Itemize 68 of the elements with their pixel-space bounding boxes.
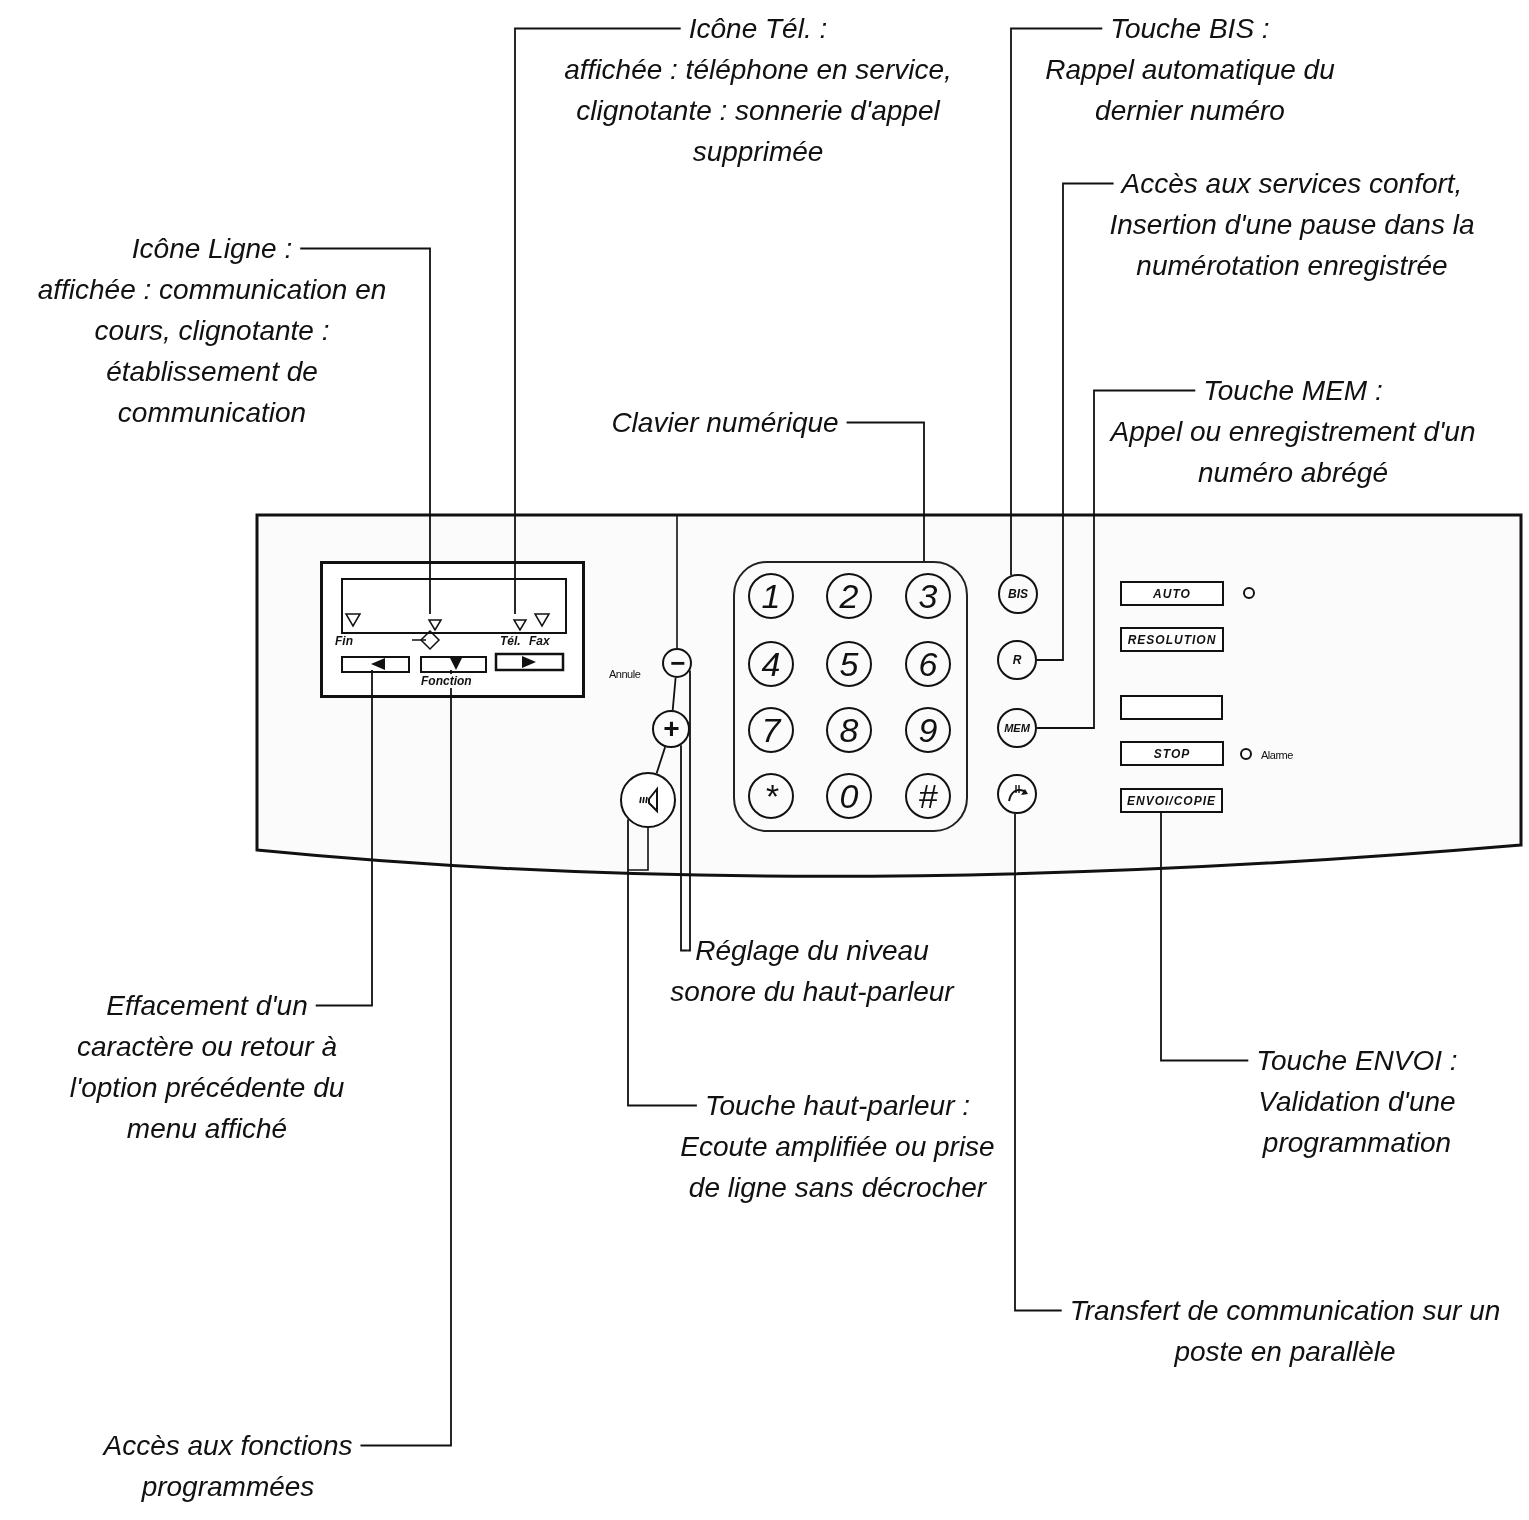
leader-line	[299, 247, 431, 615]
round-button: MEM	[997, 708, 1037, 748]
key-button: 5	[826, 641, 872, 687]
leader-line	[314, 669, 373, 1007]
function-button: RESOLUTION	[1120, 627, 1224, 652]
leader-line	[680, 744, 689, 952]
leader-line	[845, 421, 925, 562]
leader-line	[1014, 813, 1063, 1312]
callout-heading: Touche MEM :	[1202, 374, 1384, 408]
display-button	[420, 656, 487, 673]
callout-text: Ecoute amplifiée ou prise de ligne sans décrocher	[679, 1130, 996, 1205]
round-button: BIS	[998, 574, 1038, 614]
callout-text: Transfert de communication sur un poste en parallèle	[1065, 1290, 1505, 1372]
function-button: AUTO	[1120, 581, 1224, 606]
key-button: 2	[826, 573, 872, 619]
panel-label: Fax	[529, 634, 550, 648]
callout-heading: Icône Tél. :	[687, 12, 829, 46]
key-button: 3	[905, 573, 951, 619]
panel-label: Tél.	[500, 634, 521, 648]
key-button: #	[905, 773, 951, 819]
key-button: 1	[748, 573, 794, 619]
indicator-triangle	[428, 619, 442, 631]
callout-text: Clavier numérique	[580, 402, 870, 443]
callout-heading: Touche ENVOI :	[1255, 1044, 1459, 1078]
display-button	[341, 656, 410, 673]
display-bezel	[320, 561, 585, 698]
keypad-frame	[733, 561, 968, 832]
leader-line	[686, 669, 691, 952]
callout-heading: Touche BIS :	[1109, 12, 1271, 46]
leader-line	[1036, 389, 1197, 729]
callout-text: Rappel automatique du dernier numéro	[1044, 53, 1336, 128]
leader-line	[1010, 27, 1104, 577]
label-text: Alarme	[1261, 748, 1293, 762]
indicator-triangle	[513, 619, 527, 631]
round-button: R	[997, 640, 1037, 680]
round-button: +	[652, 710, 690, 748]
callout-heading: Icône Ligne :	[130, 232, 294, 266]
callout-text: Validation d'une programmation	[1257, 1085, 1457, 1160]
function-button: STOP	[1120, 741, 1224, 766]
panel-label: Fin	[335, 634, 353, 648]
panel-label: Fonction	[420, 674, 473, 688]
key-button: 0	[826, 773, 872, 819]
display-screen	[341, 578, 567, 634]
key-button: 8	[826, 707, 872, 753]
callout-text: Réglage du niveau sonore du haut-parleur	[662, 930, 962, 1012]
callout-text: Effacement d'un caractère ou retour à l'option précédente du menu affiché	[62, 985, 352, 1149]
key-button: 9	[905, 707, 951, 753]
callout-heading: Touche haut-parleur :	[703, 1089, 972, 1123]
function-button: ENVOI/COPIE	[1120, 788, 1223, 813]
round-button: −	[662, 648, 692, 678]
callout-text: Accès aux fonctions programmées	[63, 1425, 393, 1507]
leader-line	[655, 746, 666, 775]
leader-line	[627, 818, 698, 1107]
key-button: *	[748, 773, 794, 819]
leader-line	[1160, 812, 1250, 1062]
label-text: Annule	[609, 667, 641, 681]
callout-text: affichée : téléphone en service, clignotante : sonnerie d'appel supprimée	[563, 53, 953, 169]
callout-text: Accès aux services confort, Insertion d'une pause dans la numérotation enregistrée	[1072, 163, 1512, 286]
callout-text: affichée : communication en cours, clignotante : établissement de communication	[36, 273, 388, 430]
function-button	[1120, 695, 1223, 720]
leader-line	[1036, 182, 1115, 661]
leader-line	[359, 669, 452, 1447]
leader-line	[671, 677, 677, 711]
leader-line	[514, 27, 682, 615]
key-button: 6	[905, 641, 951, 687]
callout-text: Appel ou enregistrement d'un numéro abrégé	[1108, 415, 1477, 490]
key-button: 4	[748, 641, 794, 687]
key-button: 7	[748, 707, 794, 753]
